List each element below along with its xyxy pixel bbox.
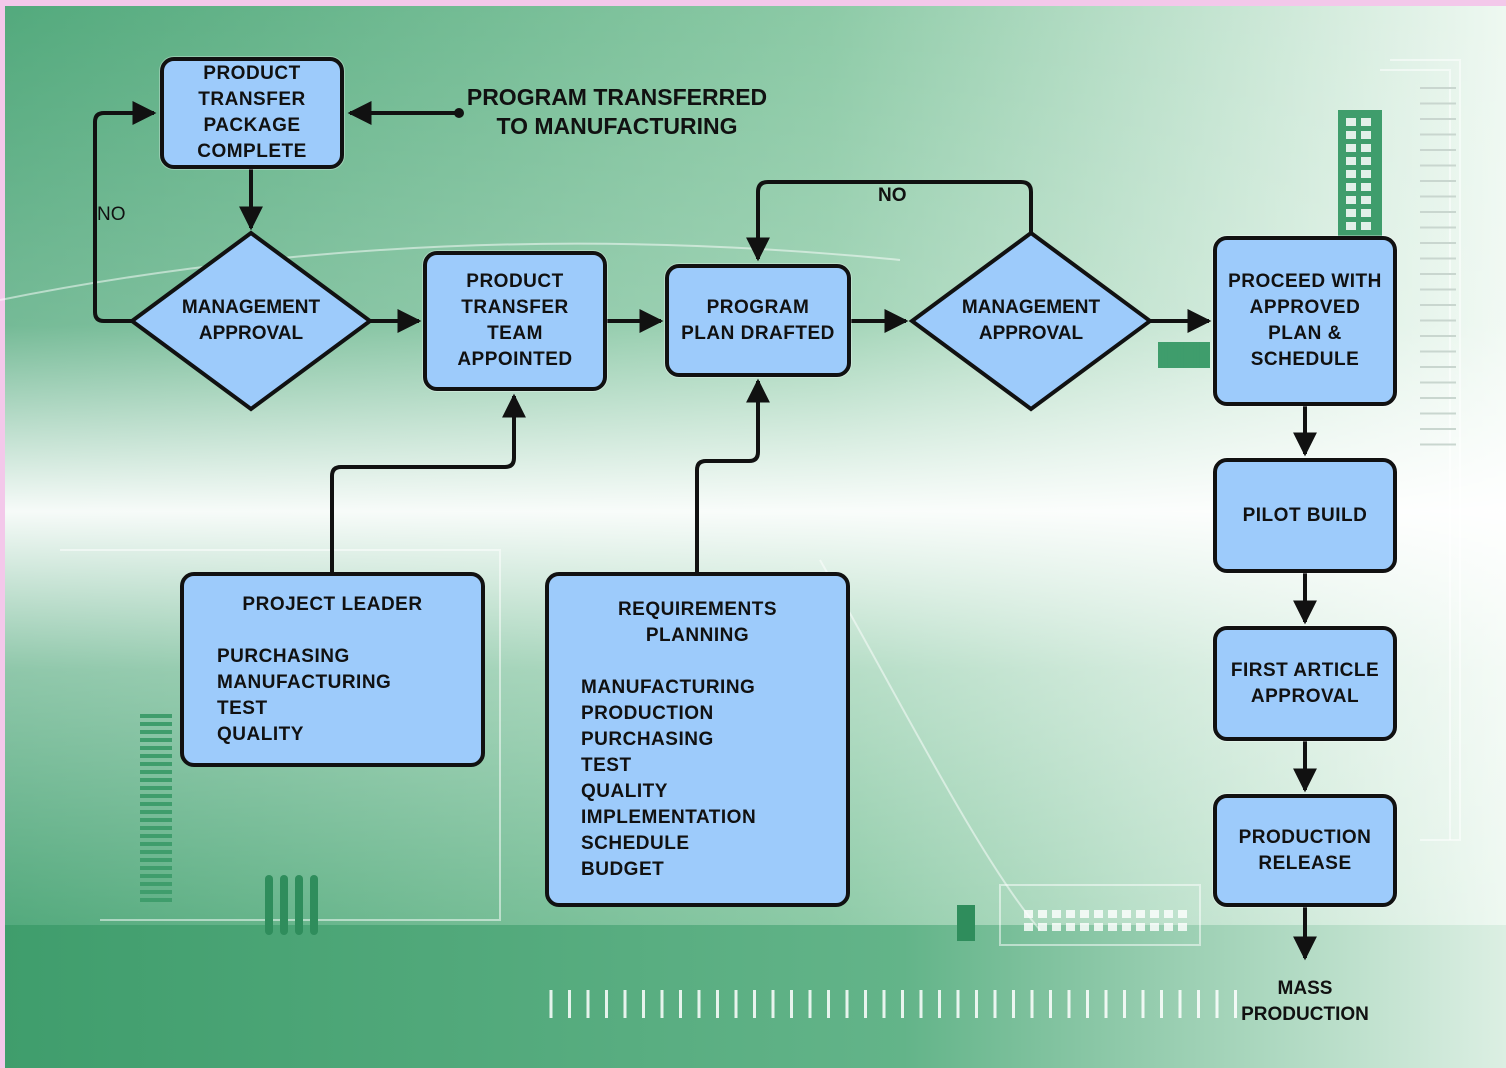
ruler-decoration xyxy=(549,990,1237,1018)
requirements-planning-box: REQUIREMENTS PLANNING MANUFACTURING PROD… xyxy=(545,572,850,907)
arrow-requirements-to-plan xyxy=(695,378,770,573)
node-product-transfer-team-appointed: PRODUCT TRANSFER TEAM APPOINTED xyxy=(423,251,607,391)
list-item: MANUFACTURING xyxy=(217,672,392,693)
node-label-line: APPOINTED xyxy=(457,349,573,370)
node-management-approval-2: MANAGEMENT APPROVAL xyxy=(931,281,1131,361)
node-label-line: MANAGEMENT xyxy=(961,297,1101,318)
node-label-line: APPROVAL xyxy=(1250,685,1360,707)
list-item: TEST xyxy=(581,755,632,776)
node-production-release: PRODUCTION RELEASE xyxy=(1213,794,1397,907)
label-line: PROGRAM TRANSFERRED xyxy=(466,84,768,110)
label-line: MASS xyxy=(1277,978,1333,999)
node-first-article-approval: FIRST ARTICLE APPROVAL xyxy=(1213,626,1397,741)
list-item: PURCHASING xyxy=(581,729,714,750)
list-item: MANUFACTURING xyxy=(581,677,756,698)
node-label-line: APPROVAL xyxy=(198,323,304,344)
node-label-line: PRODUCT xyxy=(466,271,564,292)
connectors xyxy=(93,101,1317,961)
mass-production-label: MASS PRODUCTION xyxy=(1225,976,1385,1028)
list-item: PRODUCTION xyxy=(581,703,714,724)
node-program-plan-drafted: PROGRAM PLAN DRAFTED xyxy=(665,264,851,377)
list-item: PURCHASING xyxy=(217,646,350,667)
node-label-line: APPROVED xyxy=(1249,297,1361,318)
list-item: TEST xyxy=(217,698,268,719)
node-label-line: TRANSFER xyxy=(461,297,569,318)
pin-grid-decoration xyxy=(1346,118,1371,230)
project-leader-box: PROJECT LEADER PURCHASING MANUFACTURING … xyxy=(180,572,485,767)
list-item: IMPLEMENTATION xyxy=(581,807,757,828)
project-leader-list: PURCHASING MANUFACTURING TEST QUALITY xyxy=(217,644,391,748)
node-label-line: TEAM xyxy=(487,323,543,344)
node-management-approval-1: MANAGEMENT APPROVAL xyxy=(151,281,351,361)
requirements-title-line: PLANNING xyxy=(645,625,750,646)
list-item: BUDGET xyxy=(581,859,665,880)
arrow-no-loop-left xyxy=(93,101,157,323)
node-label-line: PRODUCT xyxy=(203,63,301,84)
no-label-left: NO xyxy=(97,204,126,225)
list-item: QUALITY xyxy=(217,724,304,745)
node-proceed-with-approved-plan: PROCEED WITH APPROVED PLAN & SCHEDULE xyxy=(1213,236,1397,406)
node-transfer-package-complete: PRODUCT TRANSFER PACKAGE COMPLETE xyxy=(160,57,344,169)
node-pilot-build: PILOT BUILD xyxy=(1213,458,1397,573)
node-label-line: PROCEED WITH xyxy=(1228,271,1382,292)
node-label-line: PRODUCTION xyxy=(1238,826,1372,848)
node-label-line: APPROVAL xyxy=(978,323,1084,344)
ridge-decoration xyxy=(140,342,1210,902)
chip-decoration xyxy=(1024,910,1187,931)
node-label-line: RELEASE xyxy=(1258,852,1352,874)
list-item: SCHEDULE xyxy=(581,833,690,854)
mgmt-approval-1-diamond xyxy=(128,230,374,412)
node-label-line: PLAN & xyxy=(1268,323,1342,344)
label-line: PRODUCTION xyxy=(1241,1004,1369,1025)
connector-start-dot xyxy=(454,108,464,118)
node-label-line: COMPLETE xyxy=(197,141,307,162)
node-label-line: TRANSFER xyxy=(198,89,306,110)
node-label-line: PILOT BUILD xyxy=(1242,504,1368,526)
node-label-line: MANAGEMENT xyxy=(181,297,321,318)
arrow-leader-to-team xyxy=(330,393,526,573)
node-label-line: SCHEDULE xyxy=(1250,349,1360,370)
mgmt-approval-2-diamond xyxy=(908,230,1154,412)
label-line: TO MANUFACTURING xyxy=(496,113,738,139)
project-leader-title: PROJECT LEADER xyxy=(242,594,423,615)
requirements-list: MANUFACTURING PRODUCTION PURCHASING TEST… xyxy=(581,675,756,883)
node-label-line: FIRST ARTICLE xyxy=(1230,659,1380,681)
arrow-no-loop-top xyxy=(746,180,1033,262)
node-label-line: PACKAGE xyxy=(203,115,301,136)
no-label-top: NO xyxy=(878,185,907,206)
hatch-decoration xyxy=(1420,87,1456,446)
program-transferred-label: PROGRAM TRANSFERRED TO MANUFACTURING xyxy=(452,83,782,141)
node-label-line: PLAN DRAFTED xyxy=(681,322,835,344)
node-label-line: PROGRAM xyxy=(706,296,810,318)
list-item: QUALITY xyxy=(581,781,668,802)
requirements-title-line: REQUIREMENTS xyxy=(617,599,778,620)
